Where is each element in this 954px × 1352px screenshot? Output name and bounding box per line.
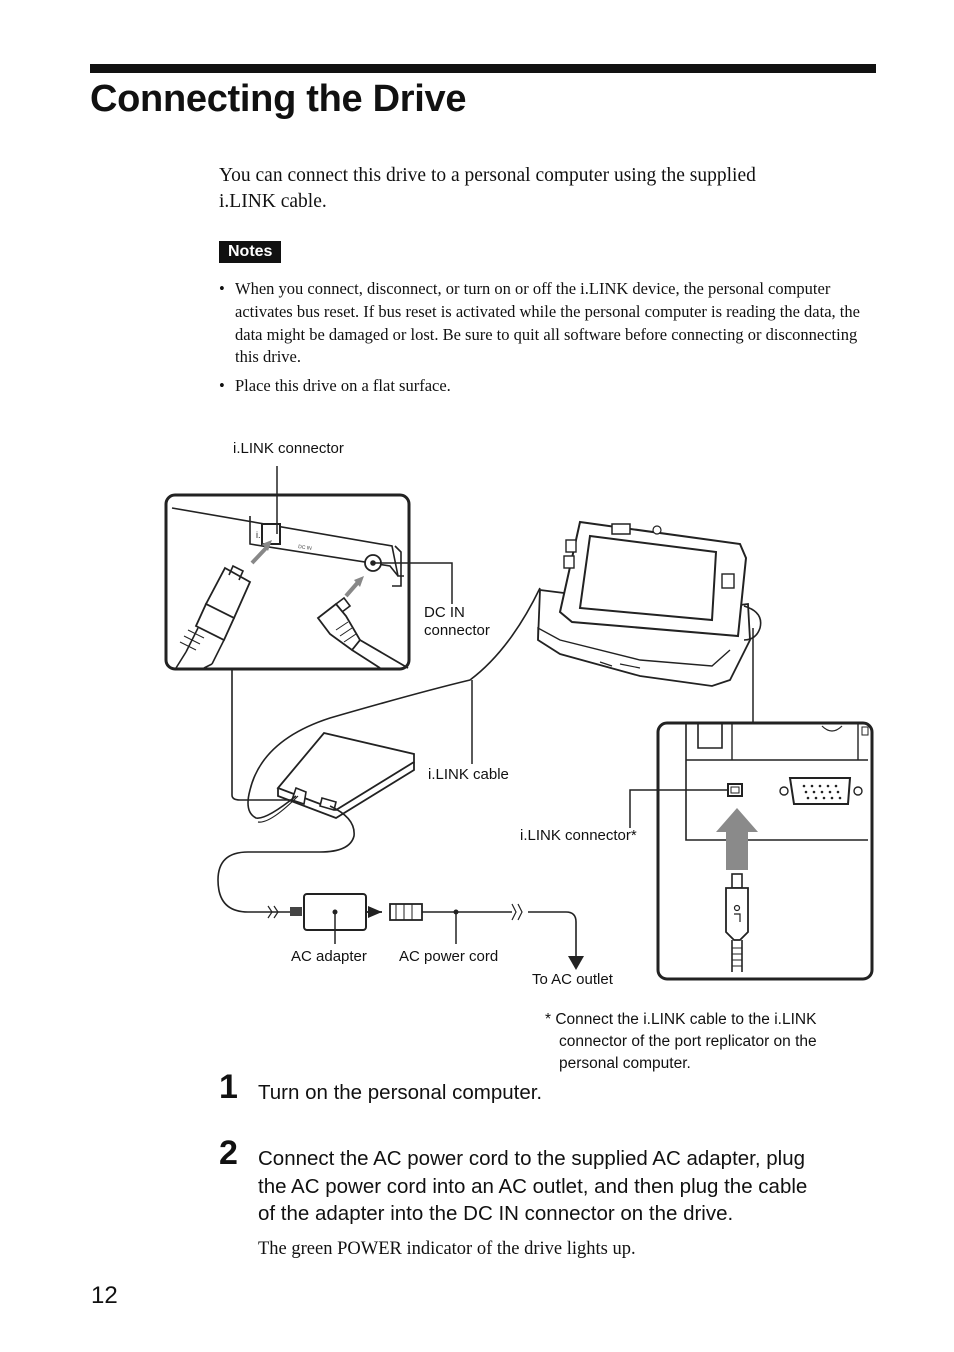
ilink-plug-icon bbox=[725, 873, 749, 972]
step-note: The green POWER indicator of the drive l… bbox=[258, 1239, 636, 1259]
notes-list: When you connect, disconnect, or turn on… bbox=[219, 278, 869, 404]
step-text-line: Connect the AC power cord to the supplie… bbox=[258, 1147, 806, 1170]
connection-diagram: i. DC IN bbox=[164, 466, 874, 981]
diagram-footnote: * Connect the i.LINK cable to the i.LINK… bbox=[545, 1009, 817, 1075]
intro-line: You can connect this drive to a personal… bbox=[219, 165, 756, 186]
ilink-cable-label: i.LINK cable bbox=[428, 766, 509, 783]
intro-line: i.LINK cable. bbox=[219, 191, 327, 212]
page-number: 12 bbox=[91, 1282, 118, 1309]
ac-adapter-illustration bbox=[267, 893, 584, 970]
page-title: Connecting the Drive bbox=[90, 78, 467, 120]
svg-text:i.: i. bbox=[256, 530, 261, 540]
ac-power-cord-label: AC power cord bbox=[399, 948, 499, 965]
notes-badge: Notes bbox=[219, 241, 282, 263]
dc-in-label-line: connector bbox=[424, 622, 490, 639]
note-item: Place this drive on a flat surface. bbox=[219, 375, 869, 398]
vga-port-icon bbox=[788, 777, 852, 805]
title-rule bbox=[90, 64, 876, 73]
dc-in-label-line: DC IN bbox=[424, 604, 465, 621]
ilink-connector-label: i.LINK connector bbox=[233, 440, 344, 457]
footnote-line: connector of the port replicator on the bbox=[559, 1033, 817, 1050]
insert-arrow-icon bbox=[716, 808, 758, 870]
outlet-arrow-icon bbox=[568, 956, 584, 970]
ilink-connector-star-label: i.LINK connector* bbox=[520, 827, 637, 844]
port-replicator-inset bbox=[656, 721, 874, 981]
drive-illustration bbox=[276, 731, 415, 819]
ac-adapter-label: AC adapter bbox=[291, 948, 367, 965]
step-text: Connect the AC power cord to the supplie… bbox=[258, 1145, 878, 1228]
svg-text:DC IN: DC IN bbox=[298, 544, 313, 552]
to-ac-outlet-label: To AC outlet bbox=[532, 971, 613, 988]
step-text: Turn on the personal computer. bbox=[258, 1081, 543, 1104]
step-number: 2 bbox=[219, 1134, 238, 1172]
intro-paragraph: You can connect this drive to a personal… bbox=[219, 163, 859, 215]
footnote-line: personal computer. bbox=[559, 1055, 691, 1072]
step-text-line: the AC power cord into an AC outlet, and… bbox=[258, 1174, 808, 1198]
dc-in-connector-label: DC IN connector bbox=[424, 604, 490, 640]
drive-connector-inset: i. DC IN bbox=[164, 493, 411, 671]
computer-illustration bbox=[537, 520, 762, 687]
ilink-port-icon bbox=[261, 523, 281, 545]
dc-plug-icon bbox=[316, 596, 409, 669]
step-text-line: of the adapter into the DC IN connector … bbox=[258, 1202, 734, 1225]
footnote-line: * Connect the i.LINK cable to the i.LINK bbox=[545, 1011, 817, 1028]
note-item: When you connect, disconnect, or turn on… bbox=[219, 278, 869, 369]
ilink-plug-icon bbox=[175, 564, 252, 669]
step-number: 1 bbox=[219, 1068, 238, 1106]
